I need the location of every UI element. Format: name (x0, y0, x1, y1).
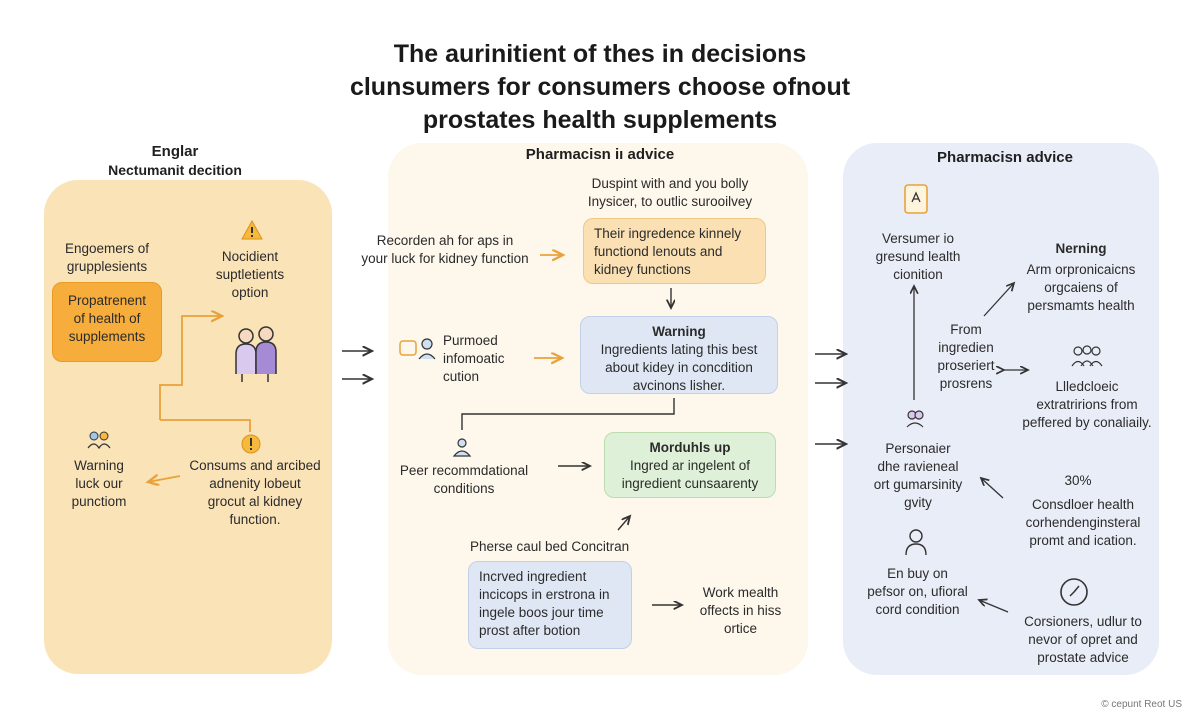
team-icon (1070, 344, 1104, 375)
warning-box-body: Ingredients lating this best about kidey… (600, 342, 758, 393)
people-icon (228, 324, 284, 389)
left-heading-line-1: Englar (151, 143, 199, 160)
person-icon (452, 437, 472, 462)
percent-text: 30% (1064, 473, 1092, 488)
green-box: Morduhls up Ingred ar ingelent of ingred… (604, 432, 776, 498)
consume-text: Consums and arcibed adnenity lobeut groc… (189, 458, 321, 527)
footer-credit: © cepunt Reot US (1101, 699, 1182, 710)
work-text: Work mealth offects in hiss ortice (699, 585, 782, 636)
users-group-icon (86, 428, 112, 457)
green-box-title: Morduhls up (649, 440, 731, 455)
versumer-text: Versumer io gresund lealth cionition (875, 231, 961, 282)
nerning-body: Arm orpronicaicns orgcaiens of persmamts… (1026, 262, 1136, 313)
nerning-section: Nerning Arm orpronicaicns orgcaiens of p… (1016, 240, 1146, 315)
blue-box: Incrved ingredient incicops in erstrona … (468, 561, 632, 649)
from-text: From ingredien proseriert prosrens (937, 322, 995, 391)
green-box-body: Ingred ar ingelent of ingredient cunsaar… (621, 458, 759, 491)
right-panel (843, 143, 1159, 675)
right-heading: Pharmacisn advice (937, 149, 1073, 166)
middle-top-text: Duspint with and you bolly Inysicer, to … (587, 176, 753, 209)
arrow-pherse-to-green (617, 516, 630, 531)
left-panel (44, 180, 332, 674)
recorden-text: Recorden ah for aps in your luck for kid… (361, 233, 529, 266)
diagram-title: The aurinitient of thes in decisions clu… (0, 38, 1200, 137)
engagement-text: Engoemers of grupplesients (64, 241, 150, 274)
connector-left-bottom (160, 419, 251, 432)
llled-text: Llledcloeic extratririons from peffered … (1022, 379, 1152, 430)
orange-box: Propatrenent of health of supplements (52, 282, 162, 362)
person-pair-icon (904, 407, 926, 434)
left-heading: Englar Nectumanit decition (90, 143, 260, 179)
warning-text: Warning luck our punctiom (71, 458, 127, 509)
consdloer-text: Consdloer health corhendenginsteral prom… (1025, 497, 1141, 548)
nociedent-text: Nocidient suptletients option (215, 249, 285, 300)
connector-warning-to-peer (461, 398, 675, 430)
middle-heading: Pharmacisn iı advice (525, 146, 675, 163)
enbuy-text: En buy on pefsor on, ufioral cord condit… (867, 566, 968, 617)
warning-icon (241, 219, 263, 245)
warning-box-title: Warning (652, 324, 706, 339)
peer-text: Peer recommdational conditions (399, 463, 529, 496)
clock-icon (1059, 577, 1089, 612)
nerning-title: Nerning (1055, 241, 1107, 256)
arrow-to-nerning (983, 283, 1014, 317)
corsioners-text: Corsioners, udlur to nevor of opret and … (1024, 614, 1142, 665)
title-line-1: The aurinitient of thes in decisions (393, 40, 807, 68)
warning-box: Warning Ingredients lating this best abo… (580, 316, 778, 394)
left-heading-line-2: Nectumanit decition (108, 162, 242, 178)
person-chat-icon (398, 335, 438, 366)
connector-left-step (159, 316, 222, 420)
arrow-to-enbuy (979, 600, 1009, 613)
pherse-text: Pherse caul bed Concitran (470, 539, 630, 554)
user-icon (904, 528, 928, 561)
arrow-consume-to-warning (148, 476, 181, 482)
peach-box: Their ingredence kinnely functiond lenou… (583, 218, 766, 284)
info-alert-icon (241, 434, 261, 459)
arrow-to-personoier (981, 478, 1004, 499)
purmoed-text: Purmoed infomoatic cution (443, 333, 505, 384)
title-line-3: prostates health supplements (422, 106, 778, 134)
document-icon (903, 183, 931, 222)
personoier-text: Personaier dhe ravieneal ort gumarsinity… (873, 441, 963, 510)
title-line-2: clunsumers for consumers choose ofnout (349, 73, 851, 101)
